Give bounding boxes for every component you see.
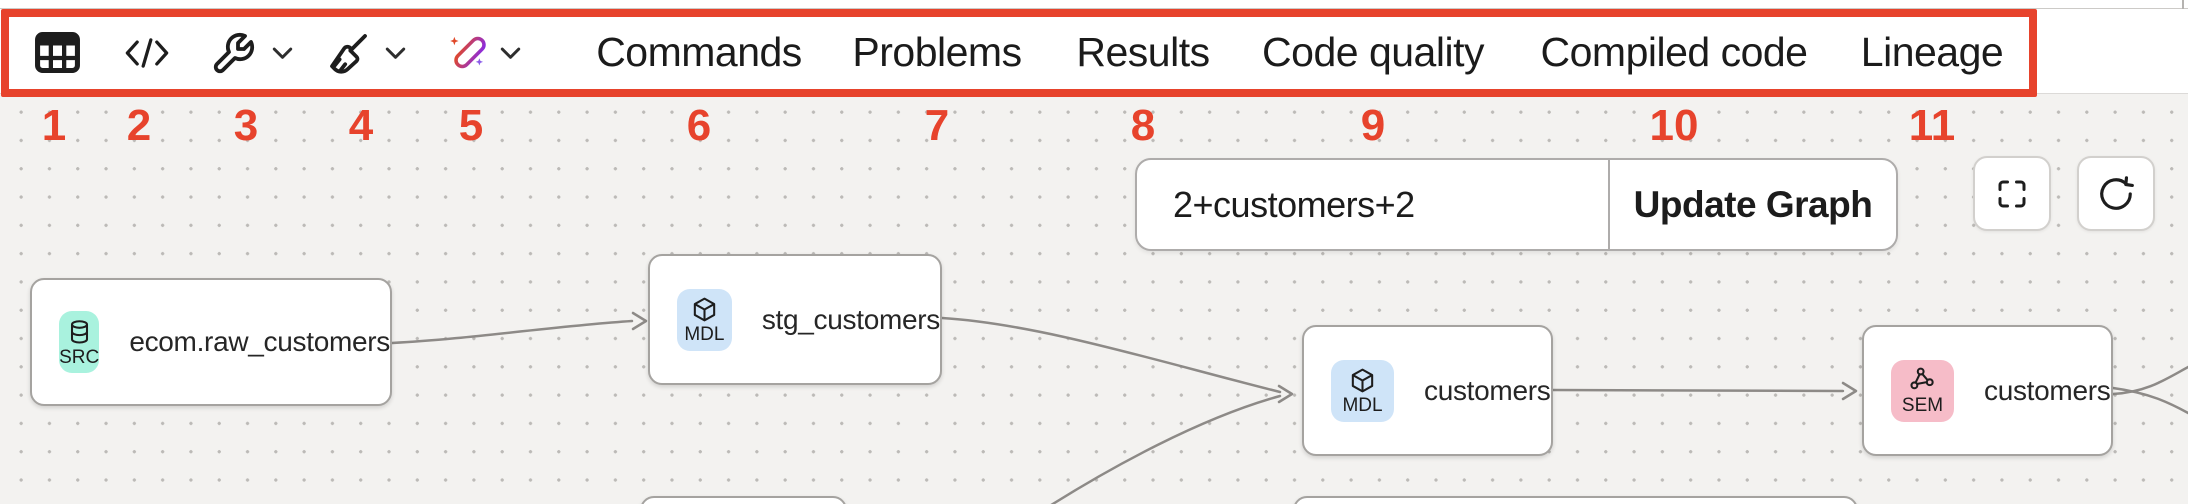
annotation-number-3: 3 <box>233 101 259 150</box>
ai-assist-dropdown[interactable] <box>492 17 528 88</box>
annotation-number-8: 8 <box>1130 101 1156 150</box>
pane-divider-tick <box>2182 0 2184 9</box>
annotation-number-11: 11 <box>1908 101 1956 150</box>
table-button[interactable] <box>33 17 81 88</box>
refresh-button[interactable] <box>2077 156 2155 231</box>
molecule-icon <box>1910 367 1934 390</box>
cube-icon <box>693 297 716 322</box>
fullscreen-button[interactable] <box>1973 156 2051 231</box>
magic-wand-icon <box>450 36 486 68</box>
node-partial-bottom-right[interactable] <box>1293 496 1858 504</box>
annotation-number-9: 9 <box>1360 101 1386 150</box>
code-button[interactable] <box>123 17 171 88</box>
annotation-number-7: 7 <box>924 101 950 150</box>
code-icon <box>125 37 169 68</box>
chevron-down-icon <box>272 47 292 59</box>
annotation-number-6: 6 <box>686 101 712 150</box>
clean-button[interactable] <box>323 17 373 88</box>
annotation-number-1: 1 <box>41 101 67 150</box>
annotation-number-4: 4 <box>348 101 374 150</box>
node-partial-bottom-left[interactable] <box>640 496 847 504</box>
tab-commands[interactable]: Commands <box>596 29 802 75</box>
fullscreen-icon <box>1998 180 2026 207</box>
graph-filter-panel: 2+customers+2 Update Graph <box>1135 158 1898 251</box>
badge-label: SRC <box>59 346 100 368</box>
node-label: customers <box>1984 374 2111 406</box>
toolbar-top-divider <box>0 8 2188 9</box>
tab-compiled-code[interactable]: Compiled code <box>1540 29 1809 75</box>
tab-code-quality[interactable]: Code quality <box>1262 29 1484 75</box>
node-customers-model[interactable]: MDL customers <box>1302 325 1553 456</box>
tab-results[interactable]: Results <box>1076 29 1210 75</box>
model-badge: MDL <box>677 288 732 351</box>
graph-filter-input[interactable]: 2+customers+2 <box>1173 183 1415 225</box>
semantic-badge: SEM <box>1891 359 1954 422</box>
annotation-number-2: 2 <box>126 101 152 150</box>
node-stg-customers[interactable]: MDL stg_customers <box>648 254 942 385</box>
node-label: customers <box>1424 374 1551 406</box>
badge-label: SEM <box>1901 395 1944 416</box>
node-label: ecom.raw_customers <box>129 326 390 357</box>
cube-icon <box>1351 368 1374 393</box>
tab-problems[interactable]: Problems <box>852 29 1022 75</box>
update-graph-button[interactable]: Update Graph <box>1608 160 1896 249</box>
tools-dropdown[interactable] <box>264 17 300 88</box>
model-badge: MDL <box>1331 359 1394 422</box>
node-label: stg_customers <box>761 303 940 335</box>
chevron-down-icon <box>385 47 405 59</box>
wrench-icon <box>213 32 255 73</box>
table-icon <box>34 31 80 74</box>
broom-icon <box>330 33 367 74</box>
badge-label: MDL <box>684 324 725 345</box>
database-icon <box>70 319 88 344</box>
source-badge: SRC <box>59 311 100 373</box>
clean-dropdown[interactable] <box>377 17 413 88</box>
tab-lineage[interactable]: Lineage <box>1860 29 2004 75</box>
tools-button[interactable] <box>209 17 259 88</box>
annotation-highlight-box <box>1 9 2037 97</box>
badge-label: MDL <box>1342 395 1383 416</box>
ai-assist-button[interactable] <box>444 17 496 88</box>
refresh-icon <box>2100 175 2134 210</box>
annotation-number-5: 5 <box>458 101 484 150</box>
annotation-number-10: 10 <box>1649 101 1699 150</box>
node-ecom-raw-customers[interactable]: SRC ecom.raw_customers <box>30 278 392 406</box>
node-customers-semantic[interactable]: SEM customers <box>1862 325 2113 456</box>
chevron-down-icon <box>500 47 520 59</box>
